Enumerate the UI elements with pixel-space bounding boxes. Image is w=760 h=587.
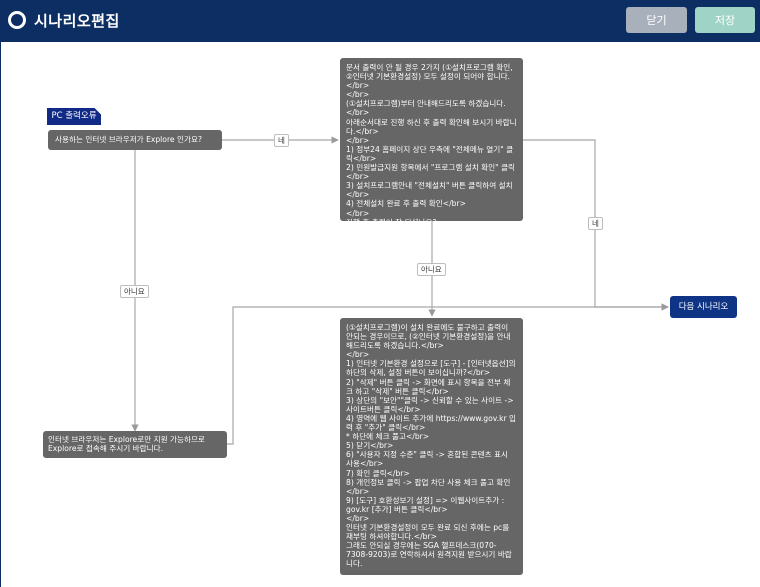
browser-node[interactable]: 인터넷 브라우저는 Explore로만 지원 가능하므로 Explore로 접속… — [43, 431, 227, 458]
header-bar: 시나리오편집 닫기 저장 — [0, 0, 760, 42]
question-node-text: 사용하는 인터넷 브라우저가 Explore 인가요? — [55, 135, 202, 144]
start-tag[interactable]: PC 출력오류 — [47, 108, 101, 125]
connector-browser-to-next — [227, 303, 669, 445]
question-node[interactable]: 사용하는 인터넷 브라우저가 Explore 인가요? — [48, 130, 222, 150]
title-area: 시나리오편집 — [8, 9, 120, 31]
edge-label-no[interactable]: 아니요 — [120, 285, 149, 298]
page-title: 시나리오편집 — [34, 11, 120, 30]
browser-node-text: 인터넷 브라우저는 Explore로만 지원 가능하므로 Explore로 접속… — [48, 435, 208, 454]
settings-node-text: (①설치프로그램)이 설치 완료에도 불구하고 출력이 안되는 경우이므로, (… — [346, 323, 516, 569]
circle-icon — [8, 11, 26, 29]
settings-node[interactable]: (①설치프로그램)이 설치 완료에도 불구하고 출력이 안되는 경우이므로, (… — [340, 318, 523, 575]
next-scenario-node[interactable]: 다음 시나리오 — [670, 296, 737, 318]
edge-label-yes[interactable]: 네 — [588, 217, 603, 230]
edge-label-no[interactable]: 아니요 — [417, 263, 446, 276]
close-button[interactable]: 닫기 — [626, 7, 687, 33]
check-node-text: 문서 출력이 안 될 경우 2가지 (①설치프로그램 확인, ②인터넷 기본환경… — [346, 63, 517, 221]
check-node[interactable]: 문서 출력이 안 될 경우 2가지 (①설치프로그램 확인, ②인터넷 기본환경… — [340, 58, 523, 221]
edge-label-yes[interactable]: 네 — [274, 134, 289, 147]
save-button[interactable]: 저장 — [695, 7, 755, 33]
